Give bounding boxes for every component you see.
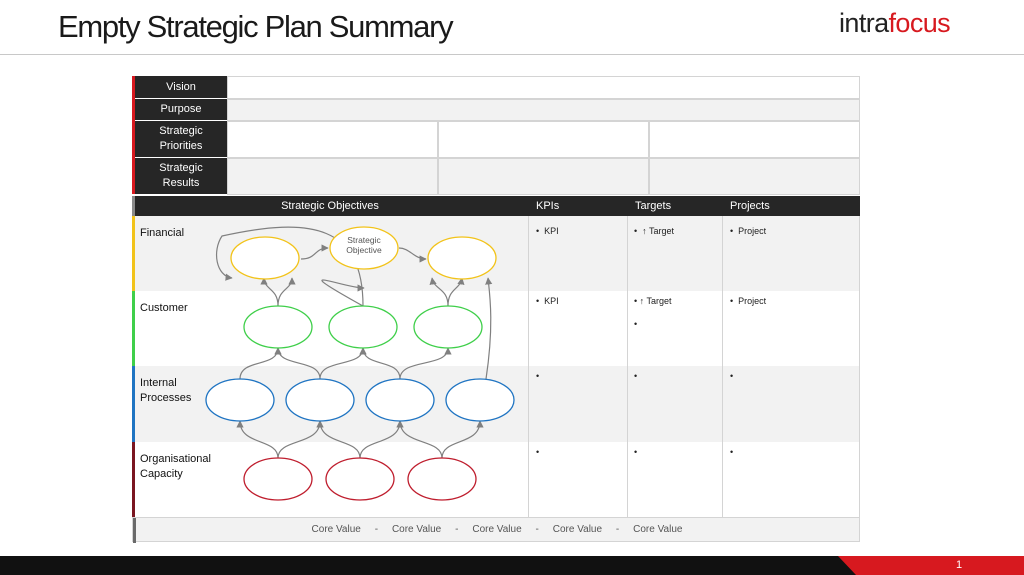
financial-color-bar <box>132 216 135 291</box>
vision-label: Vision <box>135 76 227 99</box>
objective-label-wrapper: Strategic Objective <box>346 235 382 255</box>
page-title: Empty Strategic Plan Summary <box>58 9 454 44</box>
financial-objective-1[interactable] <box>230 236 300 280</box>
strategy-map: Strategic Objective <box>205 226 515 501</box>
customer-objective-1[interactable] <box>243 305 313 349</box>
kpi-item: • <box>536 371 540 381</box>
vision-cell[interactable] <box>227 76 860 99</box>
perspective-label-organisational-capacity: Organisational Capacity <box>140 453 211 480</box>
top-section-accent-bar <box>132 76 135 194</box>
internal-processes-color-bar <box>132 366 135 442</box>
target-item: • ↑ Target <box>634 296 672 306</box>
internal-objective-4[interactable] <box>445 378 515 422</box>
customer-objective-3[interactable] <box>413 305 483 349</box>
intrafocus-logo: intrafocus <box>839 8 951 39</box>
kpi-item: • KPI <box>536 226 559 236</box>
strategic-plan-table: Vision Purpose Strategic Priorities Stra… <box>132 76 860 543</box>
column-divider <box>627 216 628 517</box>
purpose-cell[interactable] <box>227 99 860 121</box>
logo-text-intra: intra <box>839 8 889 38</box>
header-divider <box>0 54 1024 55</box>
target-item: • <box>634 447 638 457</box>
target-item: • <box>634 319 640 329</box>
result-cell-1[interactable] <box>227 158 438 195</box>
strategic-results-label: Strategic Results <box>135 158 227 195</box>
footer-bar <box>0 556 1024 575</box>
page-number: 1 <box>956 559 963 571</box>
financial-objective-3[interactable] <box>427 236 497 280</box>
column-divider <box>722 216 723 517</box>
target-item: • ↑ Target <box>634 226 675 236</box>
header-kpis: KPIs <box>536 200 560 212</box>
project-item: • Project <box>730 226 767 236</box>
footer-accent <box>838 556 1024 575</box>
perspective-label-financial: Financial <box>140 227 185 239</box>
result-cell-2[interactable] <box>438 158 649 195</box>
core-values-text: Core Value - Core Value - Core Value - C… <box>311 524 683 535</box>
header-targets: Targets <box>635 200 672 212</box>
capacity-objective-2[interactable] <box>325 457 395 501</box>
kpi-item: • <box>536 447 540 457</box>
target-item: • <box>634 371 638 381</box>
header-accent-stub <box>132 196 135 216</box>
organisational-capacity-color-bar <box>132 442 135 517</box>
core-values-accent-stub <box>133 518 136 543</box>
header-strategic-objectives: Strategic Objectives <box>281 200 379 212</box>
objective-bubbles <box>205 226 515 501</box>
financial-objective-2[interactable] <box>329 226 399 270</box>
internal-objective-1[interactable] <box>205 378 275 422</box>
customer-color-bar <box>132 291 135 366</box>
purpose-label: Purpose <box>135 99 227 121</box>
header-projects: Projects <box>730 200 770 212</box>
logo-text-focus: focus <box>888 8 951 38</box>
kpi-item: • KPI <box>536 296 559 306</box>
project-item: • Project <box>730 296 767 306</box>
result-cell-3[interactable] <box>649 158 860 195</box>
column-divider <box>528 216 529 517</box>
strategic-priorities-label: Strategic Priorities <box>135 121 227 158</box>
priority-cell-2[interactable] <box>438 121 649 158</box>
objective-label: Strategic Objective <box>346 235 382 255</box>
project-item: • <box>730 371 734 381</box>
project-item: • <box>730 447 734 457</box>
perspective-label-customer: Customer <box>140 302 188 314</box>
table-right-border <box>859 216 860 517</box>
perspective-label-internal-processes: Internal Processes <box>140 377 192 404</box>
internal-objective-3[interactable] <box>365 378 435 422</box>
priority-cell-1[interactable] <box>227 121 438 158</box>
core-values-bar: Core Value - Core Value - Core Value - C… <box>132 517 860 543</box>
customer-objective-2[interactable] <box>328 305 398 349</box>
objectives-header-row: Strategic Objectives KPIs Targets Projec… <box>132 196 860 216</box>
priority-cell-3[interactable] <box>649 121 860 158</box>
capacity-objective-1[interactable] <box>243 457 313 501</box>
capacity-objective-3[interactable] <box>407 457 477 501</box>
internal-objective-2[interactable] <box>285 378 355 422</box>
